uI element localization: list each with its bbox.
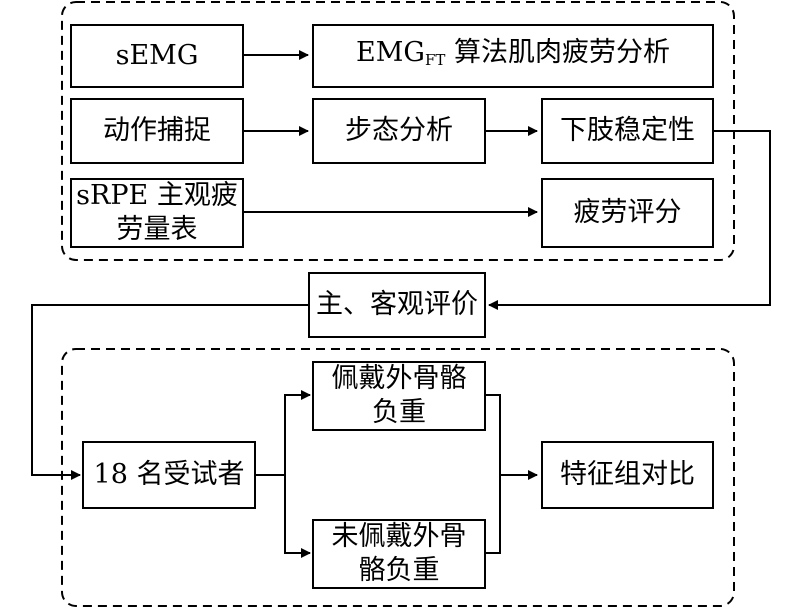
- feature-comparison-box: 特征组对比: [541, 441, 714, 509]
- fatigue-score-label: 疲劳评分: [573, 197, 682, 228]
- srpe-label-line2: 劳量表: [116, 214, 198, 245]
- arrow-stability-to-evaluation: [488, 130, 771, 310]
- with-exoskeleton-box: 佩戴外骨骼 负重: [312, 361, 486, 431]
- lower-limb-stability-box: 下肢稳定性: [541, 98, 714, 164]
- connector-subjects-split: [256, 394, 308, 554]
- gait-analysis-box: 步态分析: [312, 98, 486, 164]
- emg-label-main: EMG: [356, 36, 425, 68]
- semg-label: sEMG: [115, 40, 199, 71]
- arrow-evaluation-to-subjects: [31, 304, 308, 480]
- bottom-group-frame: [61, 348, 735, 607]
- emg-analysis-label: EMGFT 算法肌肉疲劳分析: [356, 36, 670, 77]
- with-exo-label-line2: 负重: [372, 397, 426, 428]
- evaluation-box: 主、客观评价: [308, 272, 486, 338]
- semg-box: sEMG: [70, 24, 244, 88]
- feature-comparison-label: 特征组对比: [560, 459, 695, 490]
- with-exo-label-line1: 佩戴外骨骼: [331, 363, 467, 394]
- emg-label-subscript: FT: [424, 50, 446, 69]
- without-exoskeleton-box: 未佩戴外骨 骼负重: [312, 519, 486, 589]
- without-exo-label-line2: 骼负重: [358, 555, 440, 586]
- gait-analysis-label: 步态分析: [345, 115, 453, 146]
- emg-analysis-box: EMGFT 算法肌肉疲劳分析: [312, 24, 714, 88]
- fatigue-score-box: 疲劳评分: [541, 178, 714, 248]
- subjects-label: 18 名受试者: [93, 459, 245, 490]
- without-exo-label-line1: 未佩戴外骨: [331, 521, 467, 552]
- lower-limb-stability-label: 下肢稳定性: [560, 115, 695, 146]
- srpe-scale-box: sRPE 主观疲 劳量表: [70, 178, 244, 248]
- evaluation-label: 主、客观评价: [316, 289, 478, 320]
- subjects-box: 18 名受试者: [82, 441, 256, 509]
- motion-capture-label: 动作捕捉: [103, 115, 211, 146]
- emg-label-rest: 算法肌肉疲劳分析: [445, 36, 670, 68]
- motion-capture-box: 动作捕捉: [70, 98, 244, 164]
- srpe-label-line1: sRPE 主观疲: [76, 180, 238, 211]
